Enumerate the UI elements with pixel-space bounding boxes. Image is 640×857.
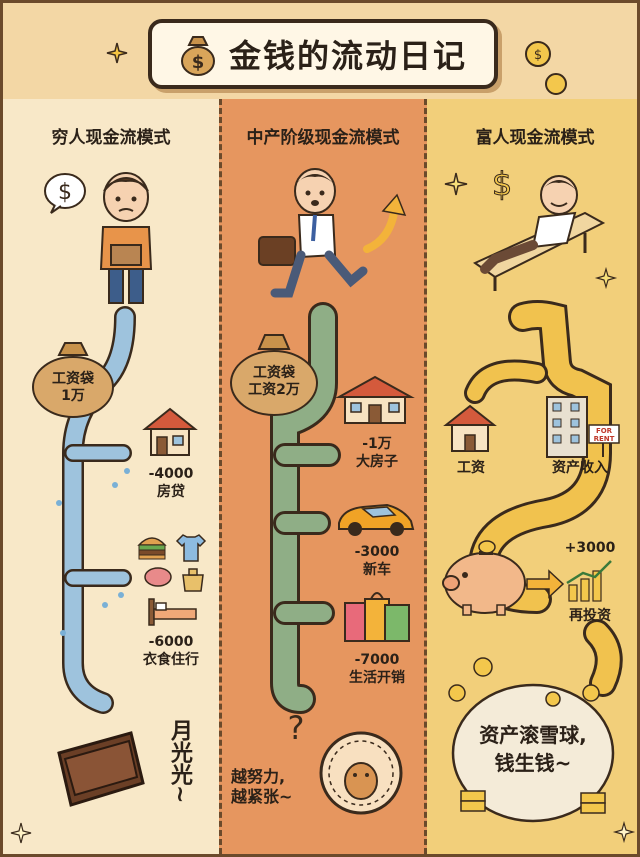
shopping-bags-icon [344,592,410,642]
car-icon [338,503,415,536]
rich-ending: 资产滚雪球, 钱生钱~ [455,721,611,777]
poor-cost1: -4000 房贷 [131,465,211,501]
snowball-coins-illustration [448,657,615,823]
middle-heading: 中产阶级现金流模式 [246,128,400,148]
house-icon [142,407,198,456]
middle-cost3-name: 生活开销 [349,670,405,686]
rich-heading: 富人现金流模式 [475,128,595,148]
rich-gain: +3000 [564,540,616,556]
svg-text:$: $ [58,180,72,205]
poor-ending: 月光光~ [167,719,192,804]
page-title: 金钱的流动日记 [228,37,467,75]
poor-bag-line1: 工资袋 [52,371,94,387]
sparkle-icon [10,822,32,844]
poor-cost1-name: 房贷 [157,484,185,500]
salary-bag-icon [230,334,318,416]
sad-person-illustration [99,172,153,304]
relaxing-person-illustration [472,175,606,291]
middle-cost2: -3000 新车 [337,543,417,579]
middle-cost1-name: 大房子 [356,454,398,470]
rich-source2: 资产收入 [552,460,608,476]
dollar-icon: $ [491,165,512,204]
rich-reinvest: 再投资 [569,608,611,624]
middle-ending-line1: 越努力, [231,767,286,786]
big-house-icon [335,375,415,424]
rich-ending-line2: 钱生钱~ [494,751,572,775]
middle-cash-pipe [270,302,341,714]
house-icon [443,404,497,452]
svg-text:$: $ [492,165,512,203]
middle-bag-label: 工资袋 工资2万 [231,365,317,399]
svg-text:$: $ [192,52,205,73]
for-rent-sign: FOR RENT [593,427,615,443]
middle-cost1: -1万 大房子 [337,435,417,471]
middle-cost3-amount: -7000 [354,652,400,668]
coin-icon [545,73,567,95]
poor-cost2-name: 衣食住行 [143,652,199,668]
rich-source1: 工资 [457,460,485,476]
middle-cost3: -7000 生活开销 [333,651,421,687]
middle-cost1-amount: -1万 [362,436,392,452]
food-icon [137,537,167,560]
pot-icon [182,568,204,592]
dollar-thought-icon: $ [44,173,86,214]
middle-bag-line2: 工资2万 [248,382,300,398]
right-arrow-icon [526,569,565,599]
middle-ending-line2: 越紧张~ [231,787,293,806]
sparkle-icon [612,820,636,844]
building-icon [546,396,620,458]
sparkle-icon [106,42,128,64]
sparkle-icon [444,172,468,196]
svg-text:$: $ [534,48,542,63]
svg-text:?: ? [288,709,305,747]
poor-cost2: -6000 衣食住行 [129,633,213,669]
meat-icon [144,567,172,587]
poor-bag-line2: 1万 [61,388,85,404]
sparkle-icon [594,266,618,290]
poor-cost2-amount: -6000 [148,634,194,650]
empty-wallet-icon [57,731,145,807]
shirt-icon [175,534,207,562]
poor-bag-label: 工资袋 1万 [35,371,111,405]
middle-cost2-name: 新车 [363,562,391,578]
title-banner: $ 金钱的流动日记 [148,19,498,89]
rich-ending-line1: 资产滚雪球, [479,723,587,747]
up-arrow-icon [363,193,407,253]
money-bag-icon: $ [180,36,215,76]
running-worker-illustration [258,168,368,298]
poor-column: 穷人现金流模式 [3,99,219,854]
chart-icon [566,560,612,602]
question-mark-icon: ? [288,709,305,747]
middle-cost2-amount: -3000 [354,544,400,560]
salary-bag-icon [32,342,114,418]
hamster-wheel-icon [319,731,403,815]
middle-ending: 越努力, 越紧张~ [231,767,321,807]
poor-heading: 穷人现金流模式 [51,128,171,148]
bed-icon [148,598,197,626]
piggy-bank-icon [442,540,526,616]
middle-bag-line1: 工资袋 [253,365,295,381]
poor-cost1-amount: -4000 [148,466,194,482]
coin-icon: $ [525,41,551,67]
